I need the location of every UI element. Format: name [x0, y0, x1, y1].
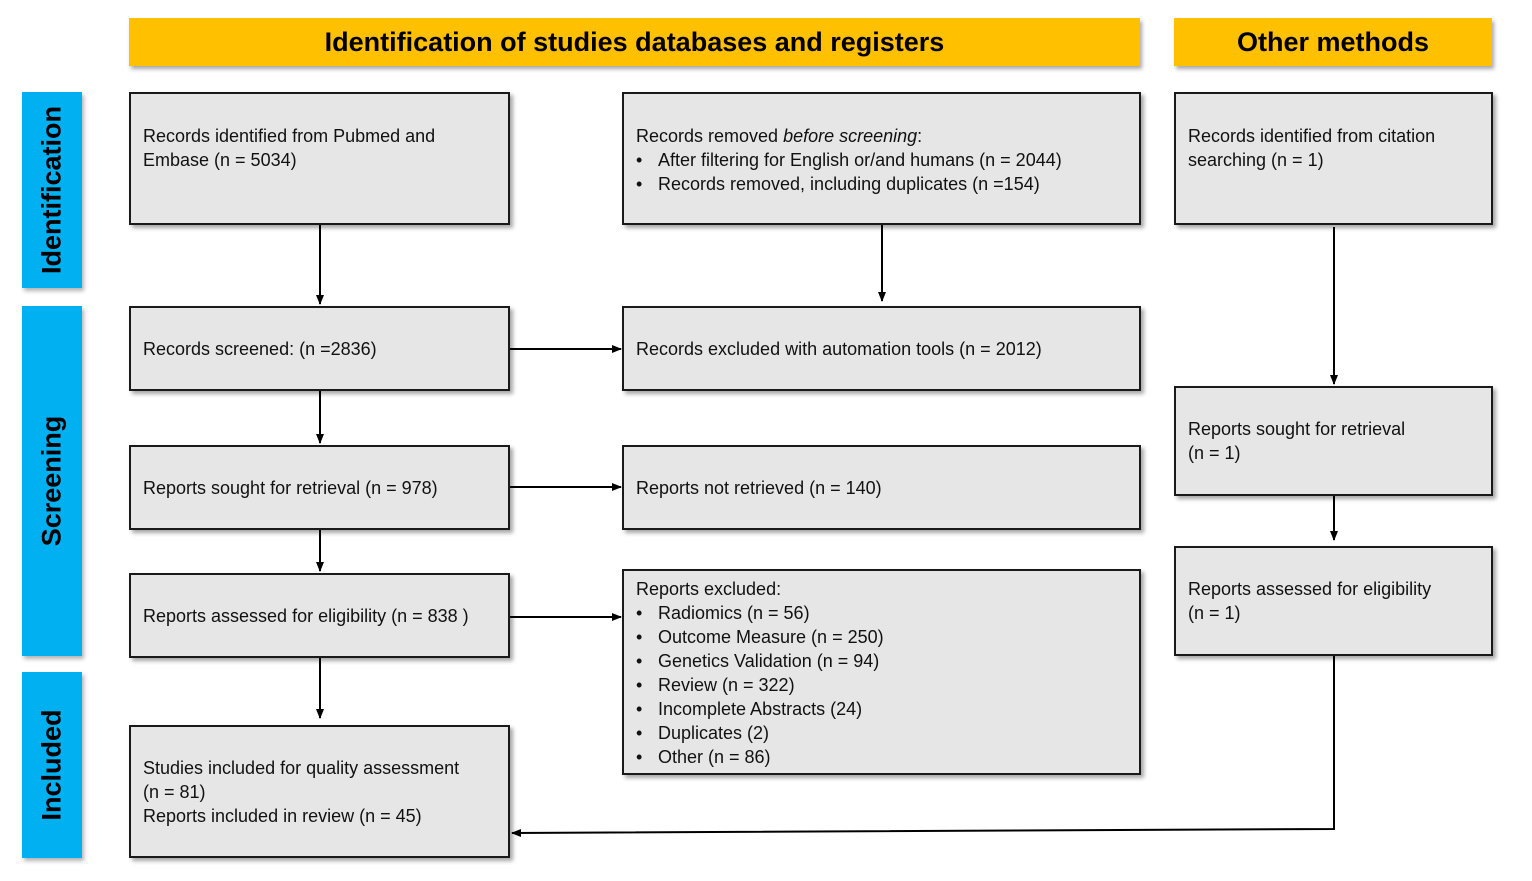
arrow-other-assessed-to-included [511, 656, 1335, 837]
other-reports-assessed-line2: (n = 1) [1188, 603, 1241, 623]
other-reports-sought-line2: (n = 1) [1188, 443, 1241, 463]
box-citation-identified: Records identified from citation searchi… [1174, 92, 1493, 225]
box-records-screened: Records screened: (n =2836) [129, 306, 510, 391]
stage-identification: Identification [22, 92, 82, 288]
studies-included-line2: (n = 81) [143, 781, 206, 802]
reports-excluded-item: Outcome Measure (n = 250) [636, 625, 1127, 649]
reports-excluded-item: Genetics Validation (n = 94) [636, 649, 1127, 673]
box-reports-not-retrieved: Reports not retrieved (n = 140) [622, 445, 1141, 530]
records-removed-item: After filtering for English or/and human… [636, 148, 1127, 172]
other-reports-assessed-line1: Reports assessed for eligibility [1188, 579, 1432, 599]
box-studies-included: Studies included for quality assessment … [129, 725, 510, 858]
box-other-reports-assessed: Reports assessed for eligibility (n = 1) [1174, 546, 1493, 656]
reports-sought-text: Reports sought for retrieval (n = 978) [143, 477, 438, 498]
other-reports-sought-line1: Reports sought for retrieval [1188, 419, 1406, 439]
stage-screening: Screening [22, 306, 82, 656]
box-records-identified: Records identified from Pubmed and Embas… [129, 92, 510, 225]
studies-included-line1: Studies included for quality assessment [143, 757, 460, 778]
box-records-removed: Records removed before screening: After … [622, 92, 1141, 225]
records-removed-title: Records removed before screening: [636, 126, 923, 146]
stage-included: Included [22, 672, 82, 858]
reports-excluded-item: Incomplete Abstracts (24) [636, 697, 1127, 721]
citation-identified-text: Records identified from citation searchi… [1188, 126, 1436, 170]
studies-included-line3: Reports included in review (n = 45) [143, 805, 422, 826]
reports-excluded-item: Duplicates (2) [636, 721, 1127, 745]
box-reports-assessed: Reports assessed for eligibility (n = 83… [129, 573, 510, 658]
records-removed-item: Records removed, including duplicates (n… [636, 172, 1127, 196]
reports-excluded-item: Radiomics (n = 56) [636, 601, 1127, 625]
records-identified-text: Records identified from Pubmed and Embas… [143, 126, 436, 170]
header-other-methods: Other methods [1174, 18, 1492, 66]
reports-not-retrieved-text: Reports not retrieved (n = 140) [636, 477, 882, 498]
box-reports-excluded: Reports excluded: Radiomics (n = 56) Out… [622, 569, 1141, 775]
records-removed-list: After filtering for English or/and human… [636, 148, 1127, 196]
records-screened-text: Records screened: (n =2836) [143, 338, 377, 359]
box-other-reports-sought: Reports sought for retrieval (n = 1) [1174, 386, 1493, 496]
reports-excluded-title: Reports excluded: [636, 579, 782, 599]
header-databases: Identification of studies databases and … [129, 18, 1140, 66]
box-reports-sought: Reports sought for retrieval (n = 978) [129, 445, 510, 530]
reports-assessed-text: Reports assessed for eligibility (n = 83… [143, 605, 469, 626]
box-records-excluded: Records excluded with automation tools (… [622, 306, 1141, 391]
reports-excluded-list: Radiomics (n = 56) Outcome Measure (n = … [636, 601, 1127, 769]
records-excluded-text: Records excluded with automation tools (… [636, 338, 1042, 359]
reports-excluded-item: Review (n = 322) [636, 673, 1127, 697]
reports-excluded-item: Other (n = 86) [636, 745, 1127, 769]
